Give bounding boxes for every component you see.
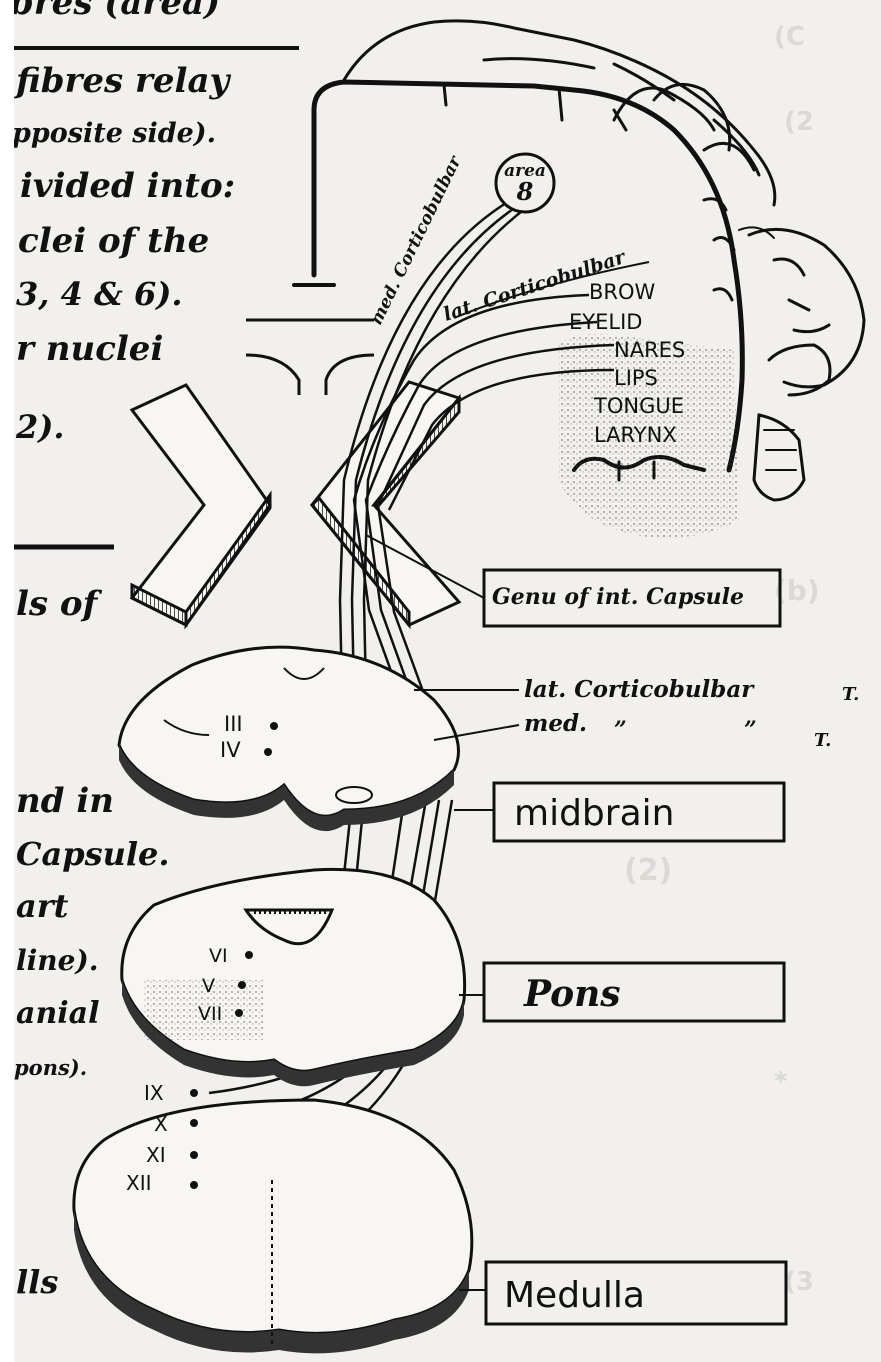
left-text-line: 3, 4 & 6). [16,275,183,313]
face-part-label: BROW [589,280,656,304]
scanned-page: (C (2 (b) (2) * (3 bres (area) fibres re… [14,0,881,1362]
left-text-line: art [16,887,69,925]
pons-section: VI V VII [122,869,465,1086]
ditto-mark: ” [744,717,757,743]
midbrain-nucleus-label: IV [220,738,241,762]
left-text-line: ivided into: [20,166,235,206]
face-part-label: TONGUE [593,394,684,418]
medulla-nucleus-label: IX [144,1081,164,1105]
pons-label-box: Pons [459,963,784,1021]
area-8: area 8 [496,154,554,212]
ventricle-lines [246,320,374,395]
svg-text:*: * [774,1067,788,1097]
left-text-line: Capsule. [16,835,170,873]
internal-capsule [132,382,459,625]
pons-label: Pons [523,973,621,1015]
face-part-label: LIPS [614,366,658,390]
page-margin [0,0,14,1362]
svg-text:(C: (C [774,22,805,52]
left-text-line: lls [16,1263,58,1301]
left-text-line: r nuclei [16,329,163,369]
left-text-line: nd in [16,781,114,821]
ditto-mark: ” [614,717,627,743]
left-text-line: line). [16,944,98,977]
left-text-line: clei of the [18,221,209,261]
corticobulbar-diagram: (C (2 (b) (2) * (3 bres (area) fibres re… [14,0,881,1362]
pons-nucleus-label: V [202,975,215,997]
medulla-label: Medulla [504,1275,645,1316]
medulla-label-box: Medulla [459,1262,786,1324]
medulla-nucleus-label: X [154,1112,168,1136]
med-tract-suffix: T. [814,730,831,751]
med-tract-label: med. [524,710,587,737]
midbrain-nucleus-label: III [224,712,243,736]
left-text-line: fibres relay [14,61,232,101]
medulla-nucleus-label: XII [126,1171,152,1195]
svg-text:(2: (2 [784,107,814,137]
left-text-line: anial [16,996,99,1031]
face-part-label: LARYNX [594,423,677,447]
left-text-line: ls of [16,584,103,624]
top-heading: bres (area) [14,0,299,48]
pons-nucleus-label: VI [209,945,228,967]
left-text-line: pons). [14,1055,87,1080]
pons-nucleus-label: VII [198,1003,222,1025]
medulla-nucleus-label: XI [146,1143,166,1167]
svg-text:(3: (3 [784,1267,814,1297]
genu-label: Genu of int. Capsule [492,584,744,610]
midbrain-tract-labels: lat. Corticobulbar T. med. ” ” T. [414,676,859,751]
heading-cut-text: bres (area) [14,0,220,23]
midbrain-label-box: midbrain [454,783,784,841]
svg-text:(2): (2) [624,853,672,888]
midbrain-section: III IV [119,647,459,831]
left-text-line: pposite side). [14,118,216,149]
area-number: 8 [516,177,534,206]
medulla-section: IX X XI XII [74,1081,472,1353]
face-part-label: EYELID [569,310,642,334]
midbrain-label: midbrain [514,793,674,834]
face-part-label: NARES [614,338,685,362]
lat-tract-suffix: T. [842,684,859,705]
left-text-line: 2). [15,408,65,446]
lat-tract-label: lat. Corticobulbar [524,676,755,703]
